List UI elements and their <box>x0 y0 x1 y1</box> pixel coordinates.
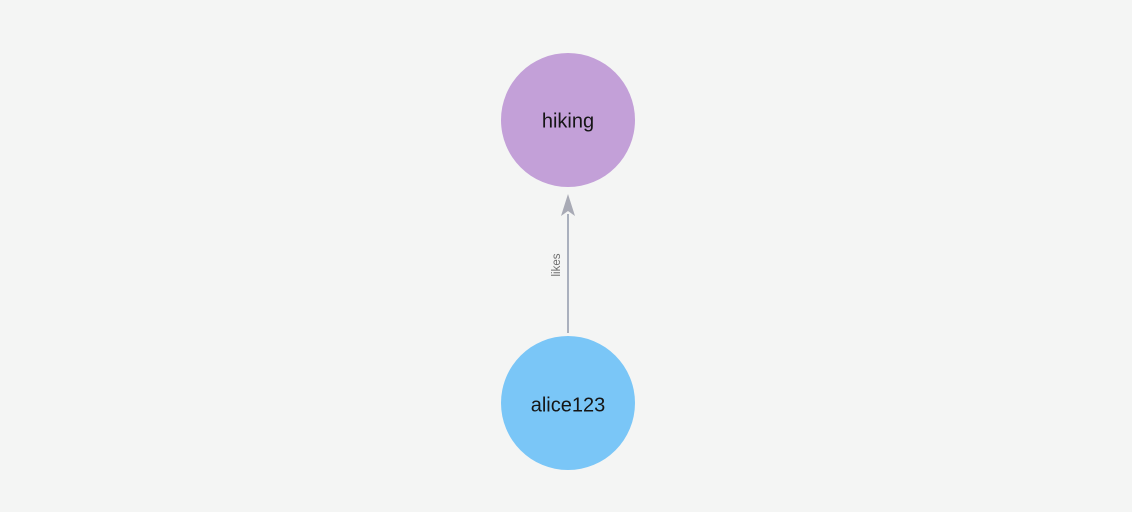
node-hiking[interactable]: hiking <box>501 53 635 187</box>
node-hiking-circle <box>501 53 635 187</box>
node-alice123-circle <box>501 336 635 470</box>
node-alice123[interactable]: alice123 <box>501 336 635 470</box>
node-hiking-label: hiking <box>542 110 594 132</box>
edge-alice123-likes-hiking[interactable]: likes <box>551 194 575 333</box>
edge-arrowhead-icon <box>561 194 575 216</box>
node-alice123-label: alice123 <box>531 394 606 416</box>
edge-label: likes <box>551 253 563 276</box>
